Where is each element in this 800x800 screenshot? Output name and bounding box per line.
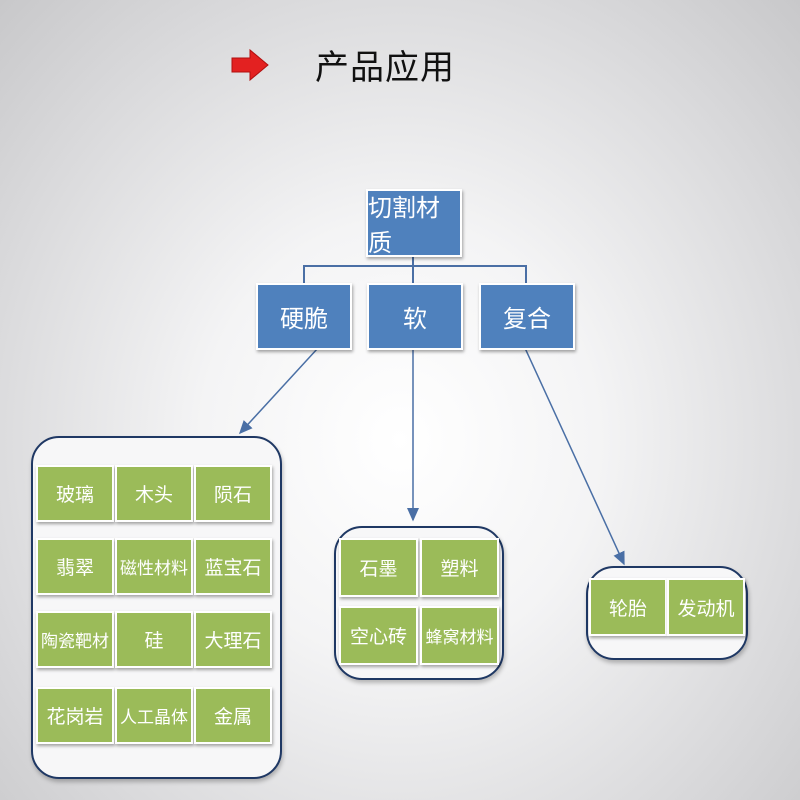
category-node-soft: 软	[367, 283, 463, 350]
leaf-item: 人工晶体	[115, 687, 193, 744]
leaf-item: 翡翠	[36, 538, 114, 595]
leaf-item: 木头	[115, 465, 193, 522]
leaf-item: 硅	[115, 611, 193, 668]
category-node-hard: 硬脆	[256, 283, 352, 350]
leaf-item: 大理石	[194, 611, 272, 668]
leaf-item: 蓝宝石	[194, 538, 272, 595]
leaf-item: 金属	[194, 687, 272, 744]
arrow-right-icon	[231, 48, 269, 82]
root-node: 切割材质	[366, 189, 462, 257]
leaf-item: 花岗岩	[36, 687, 114, 744]
leaf-item: 蜂窝材料	[420, 606, 499, 665]
arrow-line-composite	[524, 347, 625, 566]
leaf-item: 玻璃	[36, 465, 114, 522]
tree-connector	[303, 255, 527, 283]
leaf-item: 塑料	[420, 538, 499, 597]
leaf-item: 轮胎	[589, 578, 667, 636]
leaf-item: 空心砖	[339, 606, 418, 665]
page-title: 产品应用	[315, 48, 455, 88]
leaf-item: 磁性材料	[115, 538, 193, 595]
arrow-line-hard	[238, 347, 319, 435]
leaf-item: 陶瓷靶材	[36, 611, 114, 668]
leaf-item: 发动机	[667, 578, 745, 636]
category-node-composite: 复合	[479, 283, 575, 350]
leaf-item: 石墨	[339, 538, 418, 597]
leaf-item: 陨石	[194, 465, 272, 522]
